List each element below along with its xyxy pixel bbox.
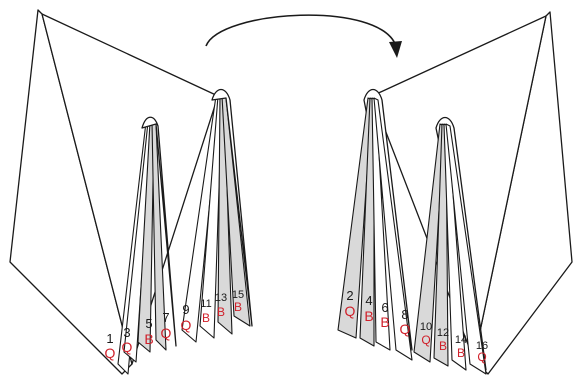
- left-page-number: 11: [200, 298, 211, 310]
- left-page-number: 13: [215, 292, 227, 304]
- right-sig2-leaf-4: [445, 123, 487, 375]
- left-page-letter: Q: [161, 325, 172, 341]
- right-page-letter: Q: [477, 350, 486, 364]
- left-signature-group: [9, 9, 253, 375]
- right-page-letter: Q: [345, 303, 356, 319]
- right-page-number: 2: [346, 288, 353, 303]
- flip-arrow-icon: [205, 14, 402, 58]
- right-page-letter: B: [380, 314, 389, 330]
- right-page-number: 10: [420, 321, 432, 333]
- left-page-letter: B: [144, 331, 153, 347]
- right-signature-group: [337, 11, 573, 375]
- left-page-number: 1: [106, 331, 113, 346]
- left-page-letter: B: [234, 300, 242, 314]
- right-page-letter: B: [364, 308, 373, 324]
- right-sig1-leaf-4: [373, 97, 413, 361]
- left-page-number: 3: [123, 325, 130, 340]
- left-page-letter: Q: [122, 339, 133, 355]
- left-page-letter: B: [202, 311, 210, 325]
- right-page-number: 12: [437, 327, 449, 339]
- right-page-number: 14: [455, 334, 467, 346]
- flip-arrow-head: [389, 41, 402, 58]
- flip-arrow-curve: [205, 14, 397, 47]
- left-outer-back-panel: [41, 13, 219, 365]
- right-page-letter: B: [439, 339, 447, 353]
- left-sig2-spine: [211, 88, 253, 327]
- left-page-number: 15: [232, 289, 244, 301]
- left-page-number: 5: [145, 316, 152, 331]
- right-page-number: 6: [381, 300, 388, 315]
- right-page-number: 8: [401, 307, 408, 322]
- left-page-number: 9: [182, 302, 189, 317]
- right-page-letter: B: [457, 346, 465, 360]
- left-page-letter: Q: [181, 317, 192, 333]
- left-sig1-spine: [141, 116, 177, 347]
- left-page-letter: Q: [105, 345, 116, 361]
- right-page-number: 16: [476, 340, 488, 352]
- right-page-number: 4: [365, 293, 372, 308]
- right-page-letter: Q: [400, 321, 411, 337]
- left-page-letter: B: [217, 305, 225, 319]
- right-page-letter: Q: [421, 333, 430, 347]
- left-page-number: 7: [162, 310, 169, 325]
